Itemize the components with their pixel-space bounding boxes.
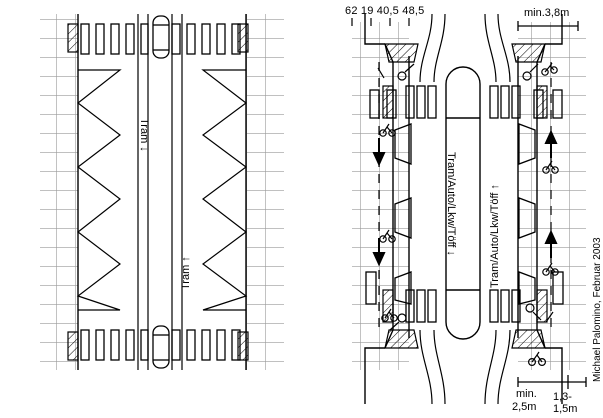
left-plan-kerb-block-nw <box>67 23 79 53</box>
right-plan-crosswalk-top <box>405 85 521 119</box>
right-plan-road-curves <box>419 13 511 405</box>
measure-values-top: 62 19 40,5 48,5 <box>345 5 425 17</box>
cycle-arrow-down-west <box>372 138 386 267</box>
left-plan-tram-vehicle-top <box>152 15 170 59</box>
right-plan-kerb-stub-nw <box>382 85 394 119</box>
measure-ticks-top <box>351 18 410 26</box>
right-plan-parking-bays-west <box>365 89 412 305</box>
bicycle-icon-west-2 <box>379 229 396 243</box>
right-plan-lane-label-down: Tram/Auto/Lkw/Töff ↓ <box>445 152 457 256</box>
right-plan-island-ne <box>511 43 546 63</box>
right-plan-island-nw <box>384 43 419 63</box>
left-plan-group <box>40 14 284 370</box>
left-plan-lane-label-down: Tram ↓ <box>138 118 150 152</box>
left-plan-lane-label-up: Tram ↑ <box>180 256 192 290</box>
author-credit: Michael Palomino, Februar 2003 <box>592 237 603 382</box>
right-plan-crosswalk-bottom <box>405 289 521 323</box>
dimension-label-bottom-right-line1: 1,3- <box>553 391 572 403</box>
left-plan-sidewalk-grid-west <box>40 14 78 370</box>
right-plan-sidewalk-grid-east <box>518 22 586 370</box>
dimension-label-bottom-left-line1: min. <box>516 388 537 400</box>
left-plan-sidewalk-grid-east <box>246 14 284 370</box>
left-plan-tram-vehicle-bottom <box>152 325 170 369</box>
right-plan-kerb-stub-ne <box>536 85 548 119</box>
right-plan-island-se <box>511 329 546 349</box>
right-plan-sidewalk-grid-west <box>352 22 409 370</box>
right-plan-kerb-stub-sw <box>382 289 394 323</box>
right-plan-central-island <box>445 66 481 340</box>
dimension-bar-bottom <box>517 375 587 389</box>
cycle-arrow-up-east <box>544 129 558 258</box>
right-plan-lane-label-up: Tram/Auto/Lkw/Töff ↑ <box>489 184 501 288</box>
left-plan-kerb-block-se <box>237 331 249 361</box>
left-plan-zigzag-west <box>76 69 122 311</box>
bicycle-icon-east-1 <box>541 62 558 76</box>
right-plan-group <box>351 13 587 405</box>
dimension-label-top: min.3,8m <box>524 7 570 19</box>
bicycle-icon-west-1 <box>379 123 396 137</box>
right-plan-island-sw <box>384 329 419 349</box>
left-plan-track-lines <box>137 14 183 370</box>
bicycle-icon-se-bottom <box>527 351 546 367</box>
left-plan-kerb-block-ne <box>237 23 249 53</box>
right-plan-building-edges <box>364 14 563 404</box>
left-plan-kerb-block-sw <box>67 331 79 361</box>
bicycle-icon-east-2 <box>542 160 559 174</box>
left-plan-kerb-lines <box>77 14 247 370</box>
right-plan-kerb-stub-se <box>536 289 548 323</box>
bicycle-icon-sw <box>381 308 398 322</box>
dimension-label-bottom-left-line2: 2,5m <box>512 401 537 413</box>
left-plan-zigzag-east <box>201 69 248 311</box>
dimension-bar-top <box>517 21 579 31</box>
bicycle-icon-east-3 <box>542 262 559 276</box>
tree-icon-ne <box>522 63 539 81</box>
dimension-label-bottom-right-line2: 1,5m <box>553 403 578 415</box>
